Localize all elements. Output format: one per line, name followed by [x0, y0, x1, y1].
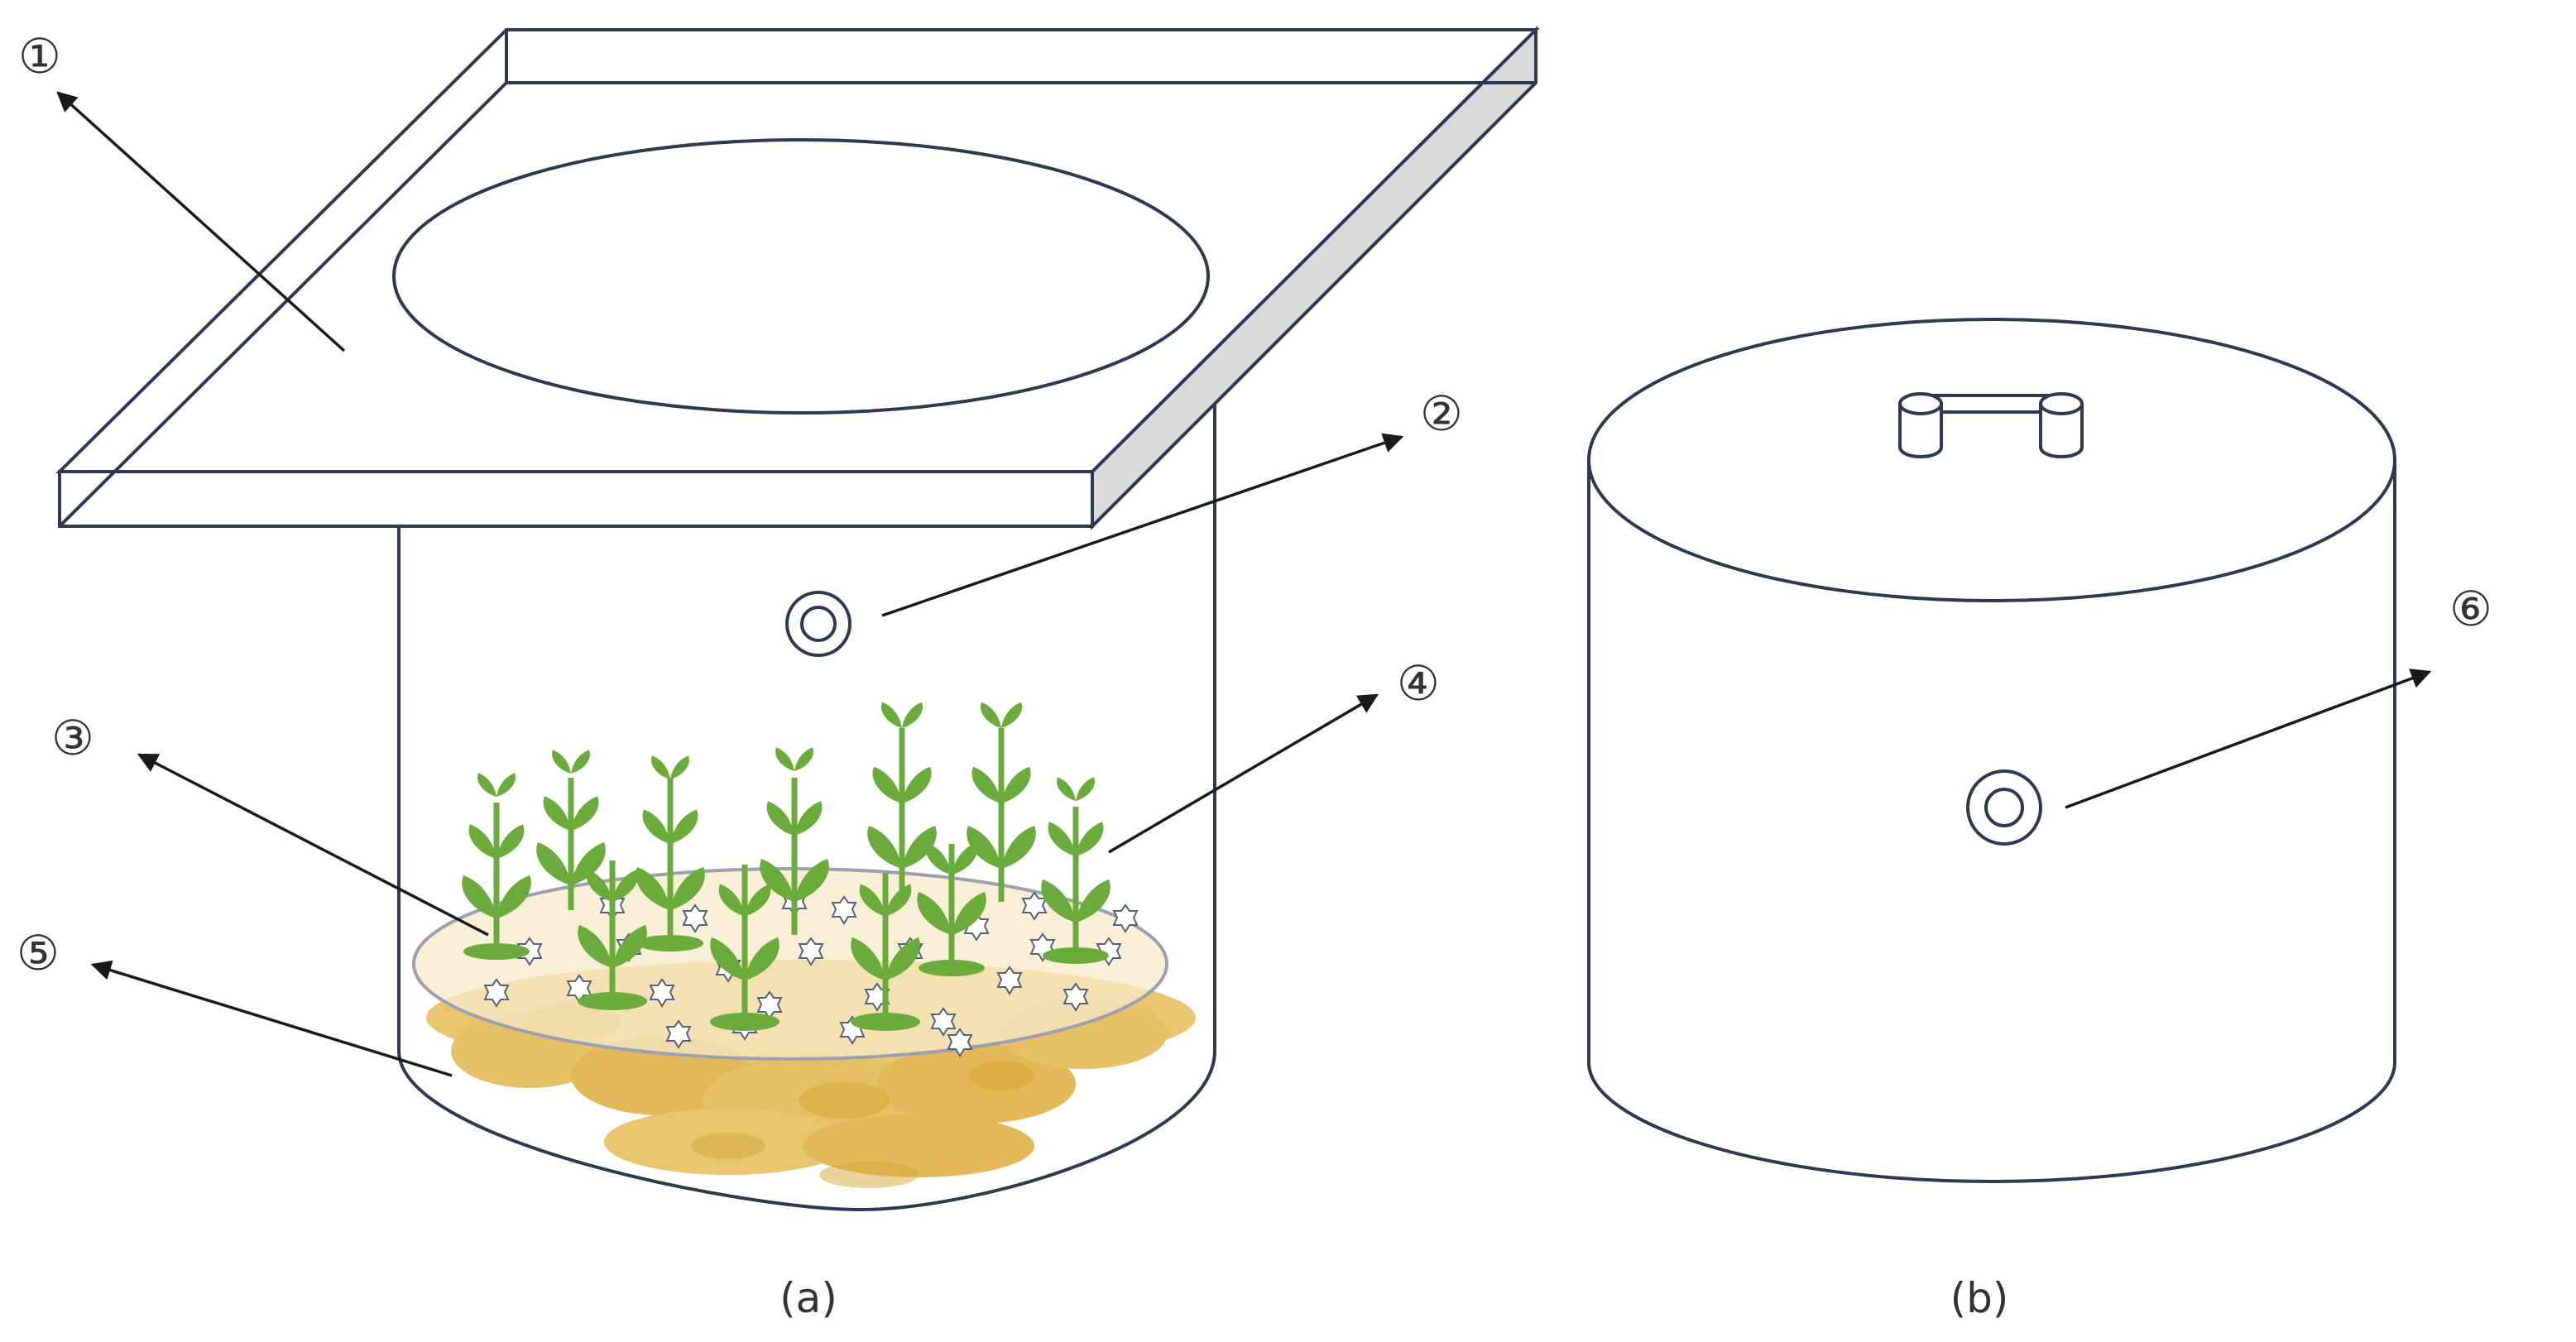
label-1: ① — [18, 28, 61, 84]
port-2 — [785, 591, 851, 657]
label-5: ⑤ — [17, 925, 60, 981]
caption-a: (a) — [780, 1274, 837, 1322]
arrow-6 — [2065, 669, 2432, 809]
jar-body — [397, 389, 1216, 1212]
label-3: ③ — [51, 710, 94, 766]
caption-b: (b) — [1950, 1274, 2009, 1322]
cover-handle — [1898, 392, 2084, 458]
label-4: ④ — [1397, 655, 1440, 712]
lid-opening — [392, 138, 1210, 415]
label-6: ⑥ — [2449, 581, 2492, 637]
cover-body — [1587, 460, 2396, 1184]
label-2: ② — [1420, 386, 1463, 442]
lid-plate — [55, 26, 1540, 530]
port-6 — [1966, 769, 2042, 846]
plants — [462, 702, 1111, 1031]
chamber-a — [55, 26, 1540, 1212]
chamber-b — [1587, 318, 2432, 1184]
cover-top — [1587, 318, 2396, 602]
arrows-a — [56, 91, 1404, 1077]
